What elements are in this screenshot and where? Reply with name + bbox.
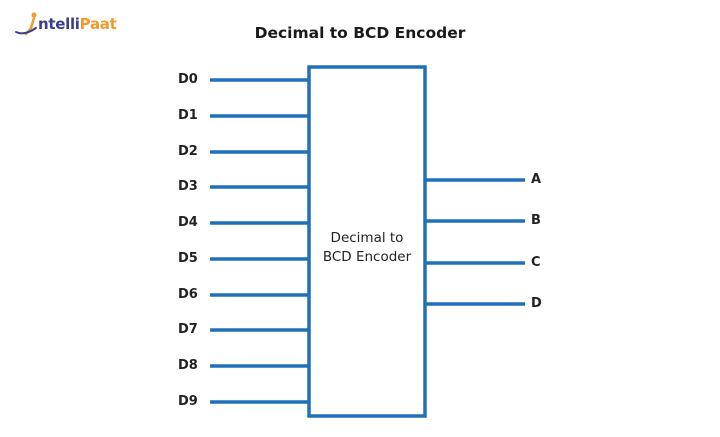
output-label-c: C: [531, 255, 541, 270]
input-label-d0: D0: [178, 72, 198, 87]
output-label-d: D: [531, 296, 542, 311]
block-label-line1: Decimal to: [330, 230, 404, 246]
encoder-block: [307, 65, 427, 418]
input-label-d4: D4: [178, 215, 198, 230]
encoder-block-label: Decimal to BCD Encoder: [309, 229, 425, 267]
input-label-d9: D9: [178, 394, 198, 409]
logo-text: ntelliPaat: [38, 15, 117, 33]
block-label-line2: BCD Encoder: [322, 249, 412, 265]
input-label-d8: D8: [178, 358, 198, 373]
input-label-d5: D5: [178, 251, 198, 266]
input-label-d7: D7: [178, 322, 198, 337]
output-label-a: A: [531, 172, 542, 187]
diagram-title: Decimal to BCD Encoder: [254, 24, 466, 42]
input-label-d6: D6: [178, 287, 198, 302]
input-label-d3: D3: [178, 179, 198, 194]
output-label-b: B: [531, 213, 541, 228]
logo-figure-icon: [15, 12, 37, 36]
input-label-d1: D1: [178, 108, 198, 123]
input-label-d2: D2: [178, 144, 198, 159]
